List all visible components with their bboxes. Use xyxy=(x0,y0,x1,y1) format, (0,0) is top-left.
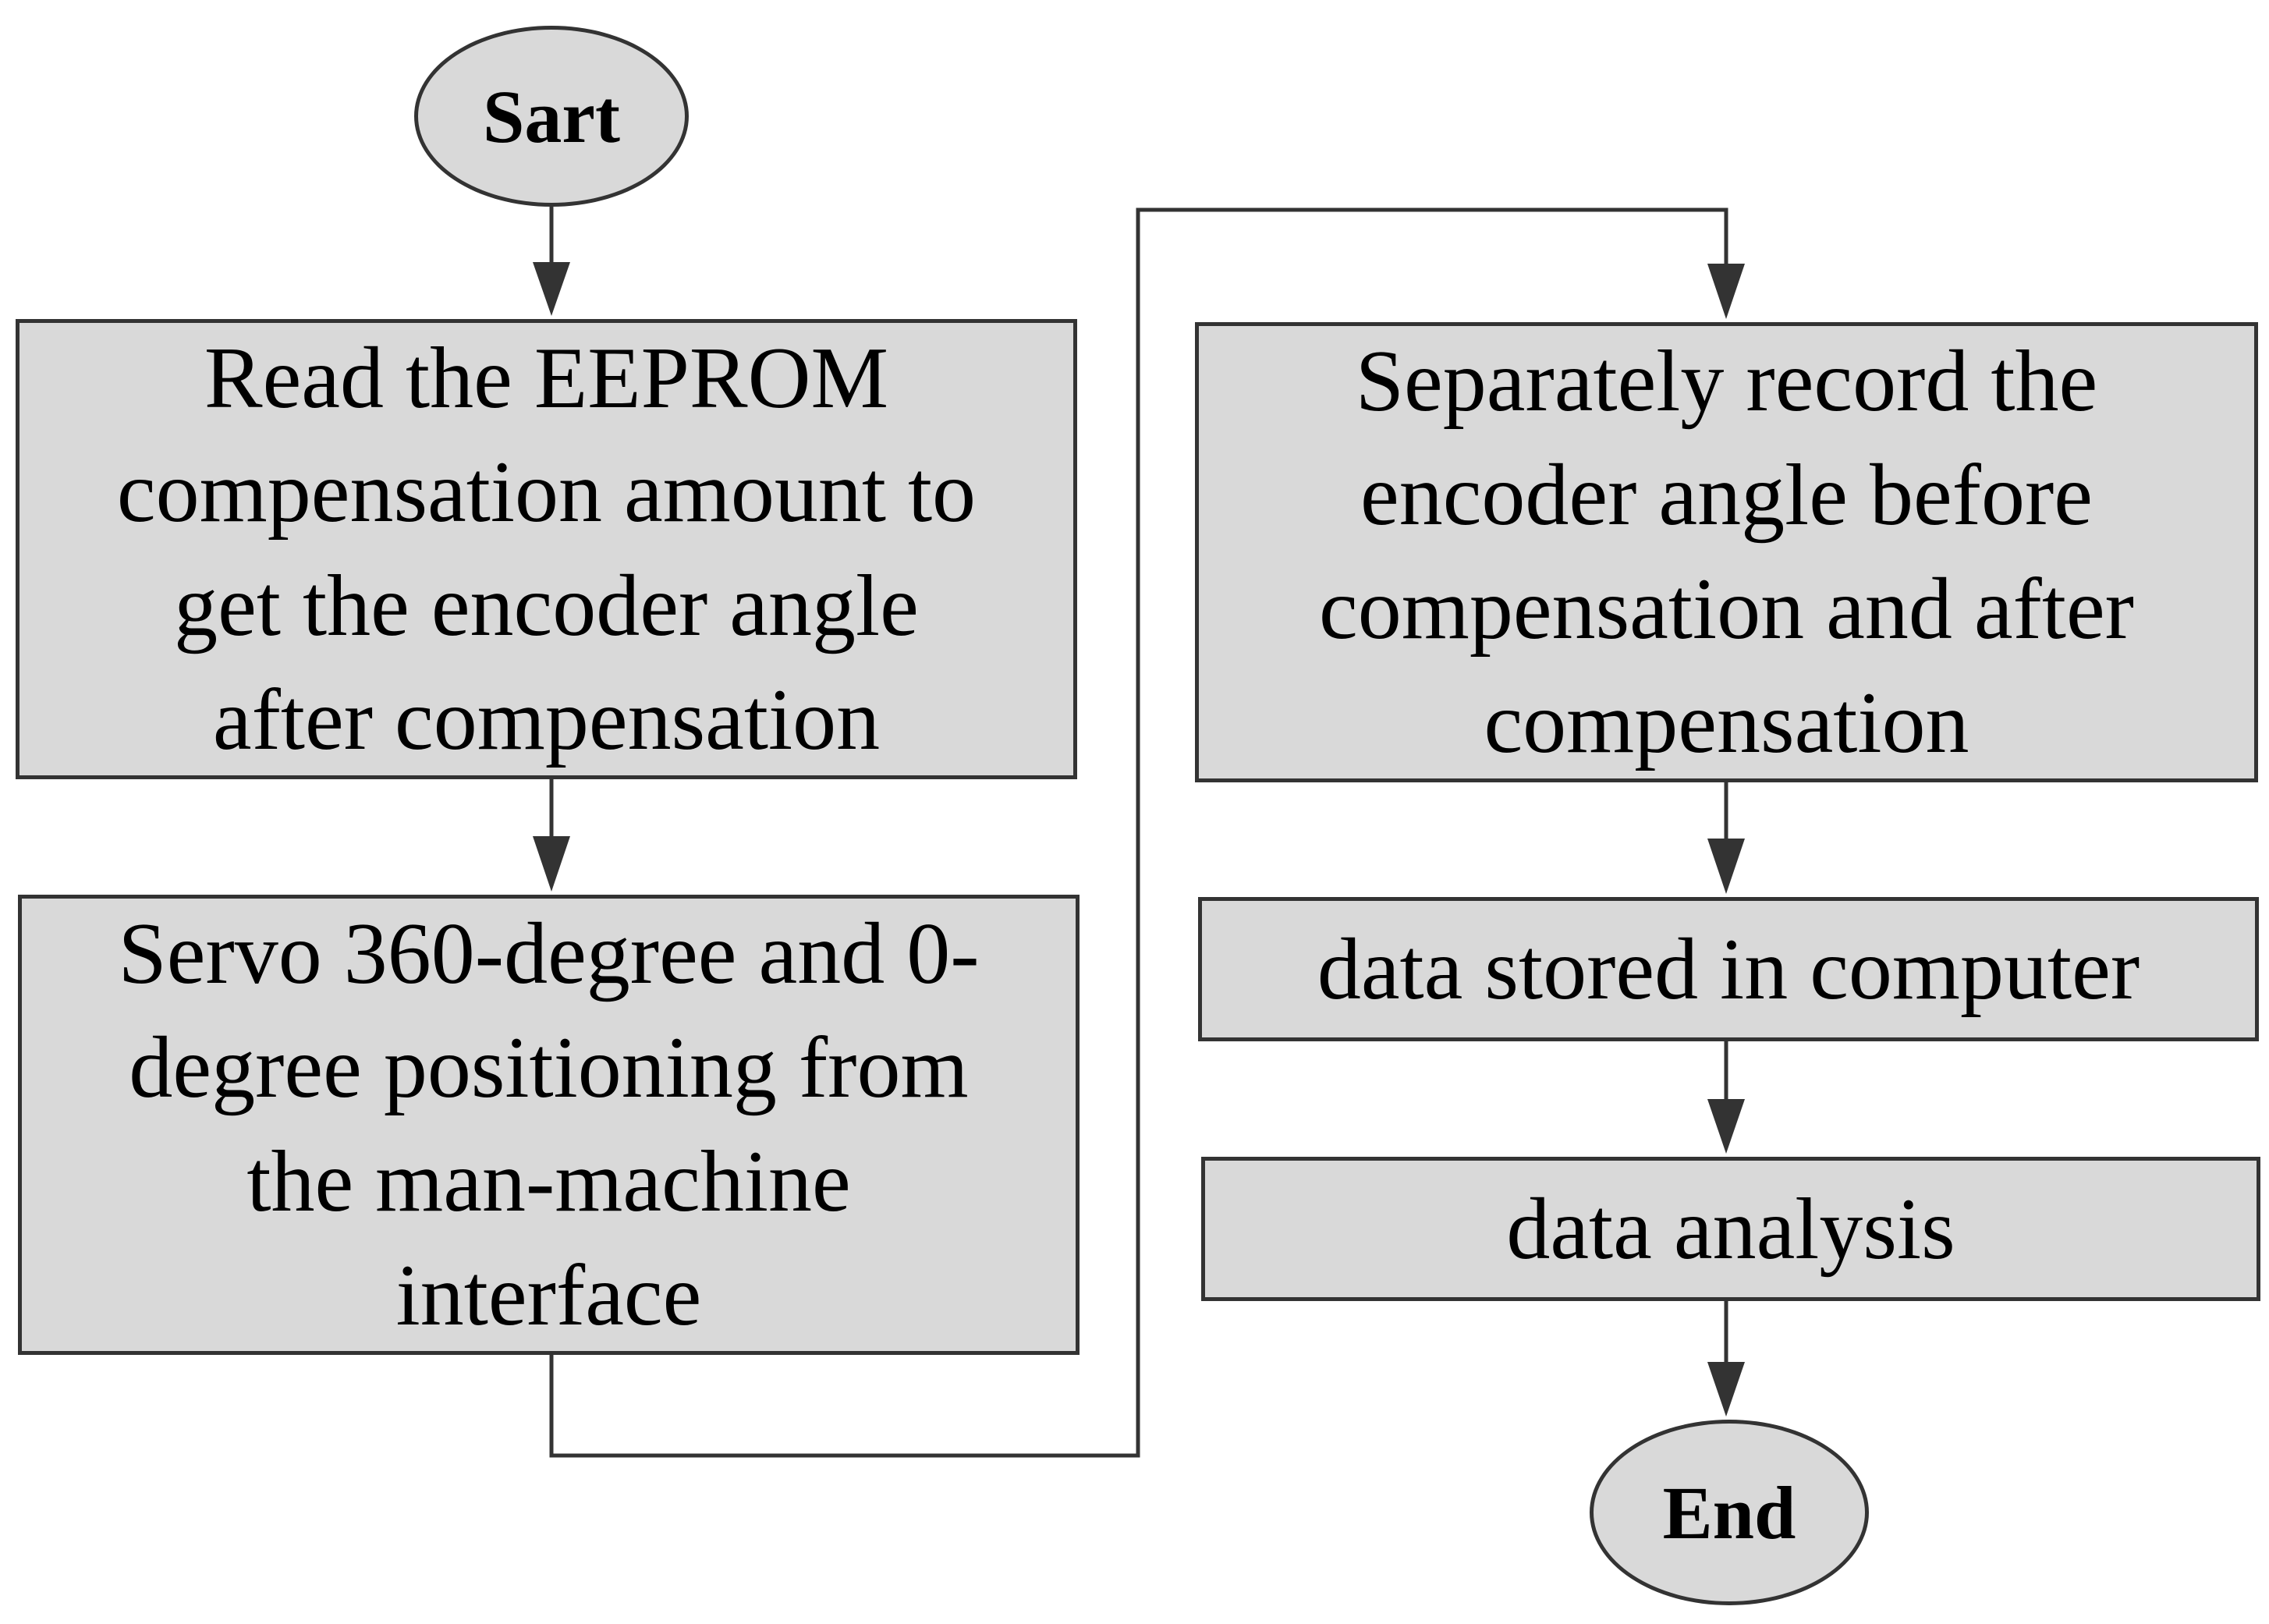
arrowhead-record-to-store xyxy=(1707,839,1745,894)
read-eeprom-line-1: Read the EEPROM xyxy=(204,330,889,427)
servo-positioning-line-1: Servo 360-degree and 0- xyxy=(118,906,980,1002)
start-terminal: Sart xyxy=(414,26,689,207)
separately-record-line-4: compensation xyxy=(1484,675,1969,771)
data-analysis-label: data analysis xyxy=(1506,1180,1955,1278)
servo-positioning-line-4: interface xyxy=(395,1247,702,1344)
read-eeprom-text: Read the EEPROM compensation amount to g… xyxy=(117,321,976,777)
separately-record-line-3: compensation and after xyxy=(1319,561,2134,658)
separately-record-step: Separately record the encoder angle befo… xyxy=(1195,322,2258,782)
data-stored-label: data stored in computer xyxy=(1317,920,2140,1018)
separately-record-line-1: Separately record the xyxy=(1355,333,2098,430)
data-analysis-step: data analysis xyxy=(1201,1157,2260,1301)
arrowhead-store-to-analysis xyxy=(1707,1099,1745,1154)
end-label: End xyxy=(1662,1470,1796,1555)
servo-positioning-line-3: the man-machine xyxy=(246,1133,851,1230)
connector-servo-to-record xyxy=(549,207,1728,1458)
separately-record-text: Separately record the encoder angle befo… xyxy=(1319,324,2134,780)
read-eeprom-line-2: compensation amount to xyxy=(116,444,977,541)
data-stored-step: data stored in computer xyxy=(1198,897,2259,1041)
read-eeprom-line-3: get the encoder angle xyxy=(174,558,919,654)
end-terminal: End xyxy=(1590,1420,1869,1605)
servo-positioning-text: Servo 360-degree and 0- degree positioni… xyxy=(118,897,979,1353)
separately-record-line-2: encoder angle before xyxy=(1360,447,2093,544)
arrowhead-analysis-to-end xyxy=(1707,1362,1745,1417)
servo-positioning-step: Servo 360-degree and 0- degree positioni… xyxy=(18,895,1080,1355)
start-label: Sart xyxy=(483,74,620,158)
arrowhead-read-to-servo xyxy=(533,836,570,892)
read-eeprom-step: Read the EEPROM compensation amount to g… xyxy=(16,319,1077,779)
arrowhead-start-to-read xyxy=(533,262,570,316)
read-eeprom-line-4: after compensation xyxy=(212,672,881,768)
servo-positioning-line-2: degree positioning from xyxy=(129,1019,969,1116)
arrowhead-servo-to-record xyxy=(1707,264,1745,319)
